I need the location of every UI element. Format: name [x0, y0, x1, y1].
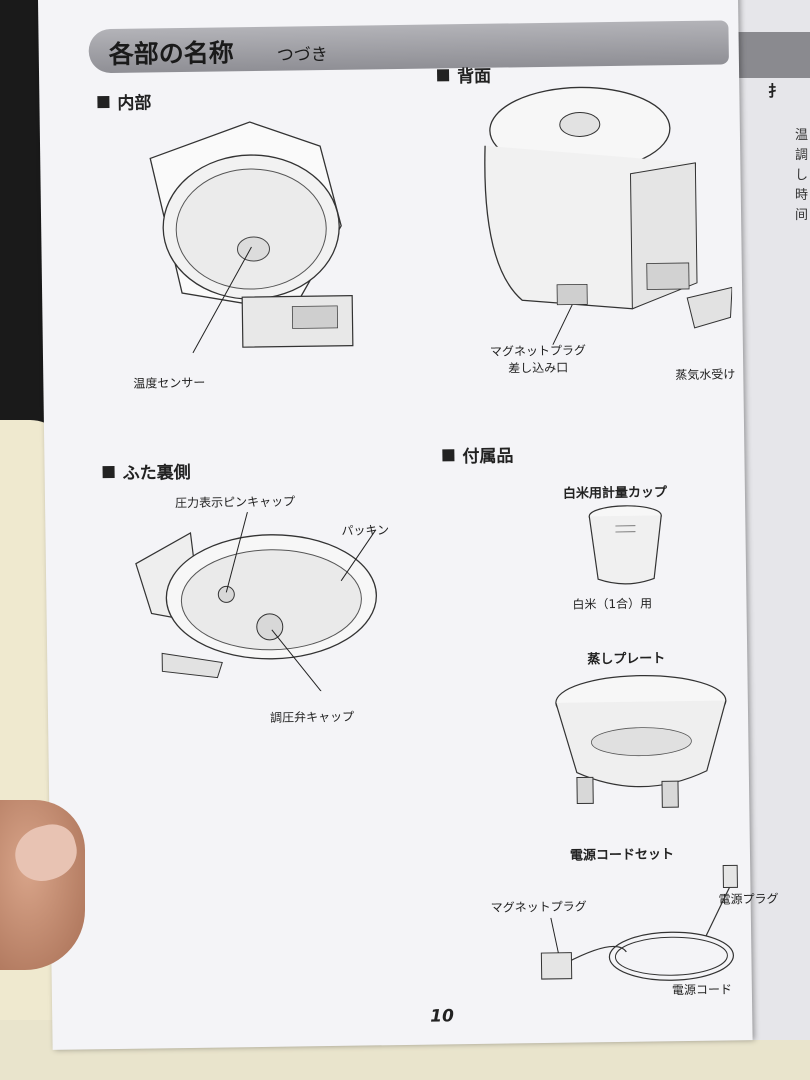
label-steam-plate: 蒸しプレート — [587, 651, 666, 668]
next-page-title-fragment: 扌 — [768, 82, 784, 100]
steam-plate-illustration — [555, 675, 727, 808]
section-interior-heading: 内部 — [97, 88, 152, 114]
label-cup-caption: 白米（1合）用 — [572, 596, 653, 612]
section-lid-title: ふた裏側 — [122, 462, 191, 484]
label-pin-cap: 圧力表示ピンキャップ — [174, 494, 296, 511]
page-subtitle: つづき — [276, 44, 328, 66]
label-plug-socket-line2: 差し込み口 — [508, 360, 569, 376]
label-valve-cap: 調圧弁キャップ — [269, 709, 355, 725]
back-view-illustration — [484, 86, 733, 346]
section-accessories-title: 付属品 — [462, 446, 514, 468]
label-measuring-cup: 白米用計量カップ — [562, 485, 668, 502]
section-back-heading: 背面 — [437, 62, 491, 88]
label-temp-sensor: 温度センサー — [133, 375, 206, 391]
manual-page: 各部の名称 つづき 内部 温度センサー 背面 マグネットプラグ 差し込み口 蒸気… — [38, 0, 779, 1050]
section-lid-heading: ふた裏側 — [102, 458, 191, 484]
label-plug-socket: マグネットプラグ 差し込み口 — [463, 342, 613, 378]
next-page-header-bar — [725, 32, 810, 78]
square-bullet-icon — [102, 465, 115, 478]
interior-pot-illustration — [149, 121, 354, 354]
label-plug-socket-line1: マグネットプラグ — [489, 343, 587, 359]
lid-underside-illustration — [135, 510, 377, 694]
power-cord-illustration — [540, 864, 738, 981]
square-bullet-icon — [442, 448, 455, 461]
page-number: 10 — [430, 1006, 455, 1027]
next-page-text-fragment: 温調し時间 — [795, 128, 809, 223]
section-interior-title: 内部 — [117, 93, 152, 114]
square-bullet-icon — [97, 95, 110, 108]
measuring-cup-illustration — [588, 505, 662, 585]
section-back-title: 背面 — [456, 66, 492, 88]
square-bullet-icon — [437, 68, 450, 81]
label-power-cord: 電源コード — [671, 982, 732, 998]
page-title: 各部の名称 — [108, 38, 234, 70]
section-accessories-heading: 付属品 — [442, 441, 514, 468]
label-steam-tray: 蒸気水受け — [675, 367, 736, 383]
